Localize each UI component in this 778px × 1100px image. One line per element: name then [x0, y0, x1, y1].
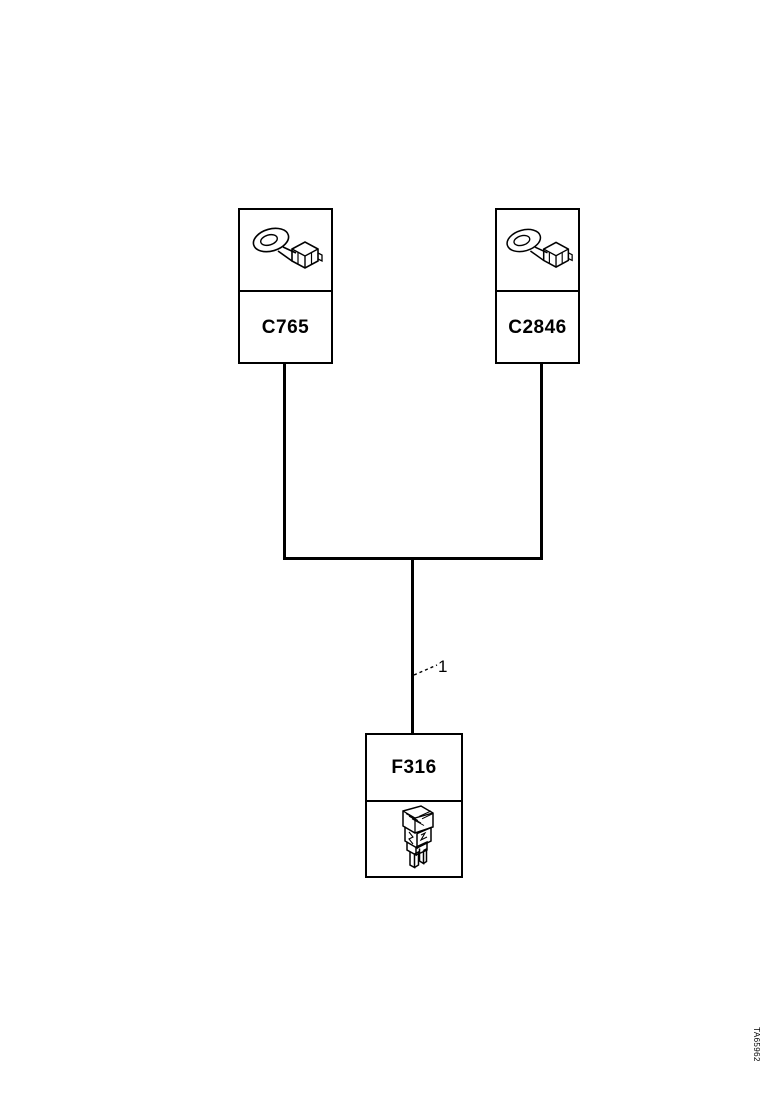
- wire-c2846-drop: [540, 363, 543, 560]
- ring-terminal-icon: [505, 228, 573, 268]
- ring-terminal-icon-cell: [497, 210, 578, 292]
- callout-number-1: 1: [438, 657, 448, 676]
- ring-terminal-icon: [252, 227, 323, 269]
- component-label-cell-c2846: C2846: [497, 292, 578, 362]
- drawing-reference-watermark: TA65962: [741, 1027, 771, 1096]
- ring-terminal-icon-cell: [240, 210, 331, 292]
- component-label-c765: C765: [261, 316, 310, 338]
- component-box-f316[interactable]: F316: [365, 733, 463, 878]
- component-label-c2846: C2846: [508, 316, 567, 338]
- blade-fuse-icon: [402, 805, 434, 869]
- component-label-cell-f316: F316: [367, 735, 461, 802]
- wire-branch-to-f316: [411, 557, 414, 735]
- component-box-c765[interactable]: C765: [238, 208, 333, 364]
- wire-c765-drop: [283, 363, 286, 560]
- callout-leader-line: [413, 664, 438, 676]
- drawing-reference-code: TA65962: [751, 1027, 761, 1062]
- component-box-c2846[interactable]: C2846: [495, 208, 580, 364]
- component-label-f316: F316: [391, 757, 437, 778]
- component-label-cell-c765: C765: [240, 292, 331, 362]
- blade-fuse-icon-cell: [367, 802, 461, 876]
